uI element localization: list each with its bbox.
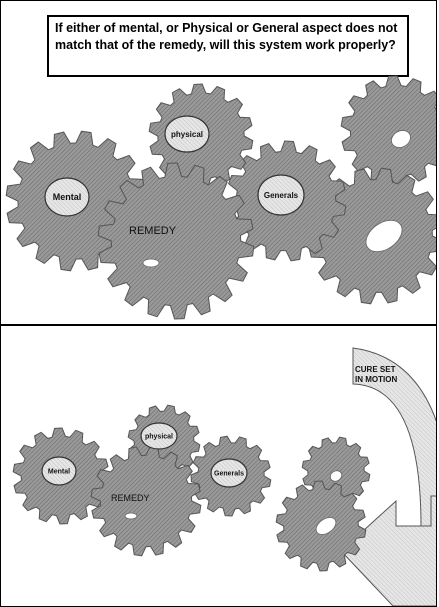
b-mental-label: Mental <box>48 468 70 475</box>
remedy-gear <box>97 162 255 320</box>
generals-disc <box>257 174 305 216</box>
arrow-text-line1: CURE SET <box>355 365 396 374</box>
b-remedy-gear-hole <box>124 512 138 520</box>
cure-arrow-head <box>340 495 436 606</box>
question-text: If either of mental, or Physical or Gene… <box>55 21 398 52</box>
physical-label: physical <box>171 130 203 139</box>
b-generals-label: Generals <box>214 470 244 477</box>
remedy-gear-hole <box>142 258 160 268</box>
b-remedy-label: REMEDY <box>111 493 150 503</box>
question-box: If either of mental, or Physical or Gene… <box>47 15 409 77</box>
b-remedy-gear <box>90 445 202 557</box>
cure-arrow-body <box>352 347 436 527</box>
b-physical-disc <box>140 422 178 450</box>
b-right-top-gear-hole <box>329 470 343 482</box>
right-bottom-gear-hole <box>365 219 403 253</box>
generals-label: Generals <box>264 191 299 200</box>
remedy-label: REMEDY <box>129 225 177 237</box>
right-top-gear-hole <box>391 130 411 148</box>
b-generals-disc <box>210 458 248 488</box>
b-physical-label: physical <box>145 433 173 440</box>
physical-disc <box>164 115 210 153</box>
arrow-text-line2: IN MOTION <box>355 375 397 384</box>
mental-label: Mental <box>53 192 82 202</box>
b-right-bottom-gear-hole <box>315 517 337 535</box>
top-panel: If either of mental, or Physical or Gene… <box>0 0 437 325</box>
b-mental-disc <box>41 456 77 486</box>
mental-disc <box>44 177 90 217</box>
right-top-gear <box>340 75 436 187</box>
